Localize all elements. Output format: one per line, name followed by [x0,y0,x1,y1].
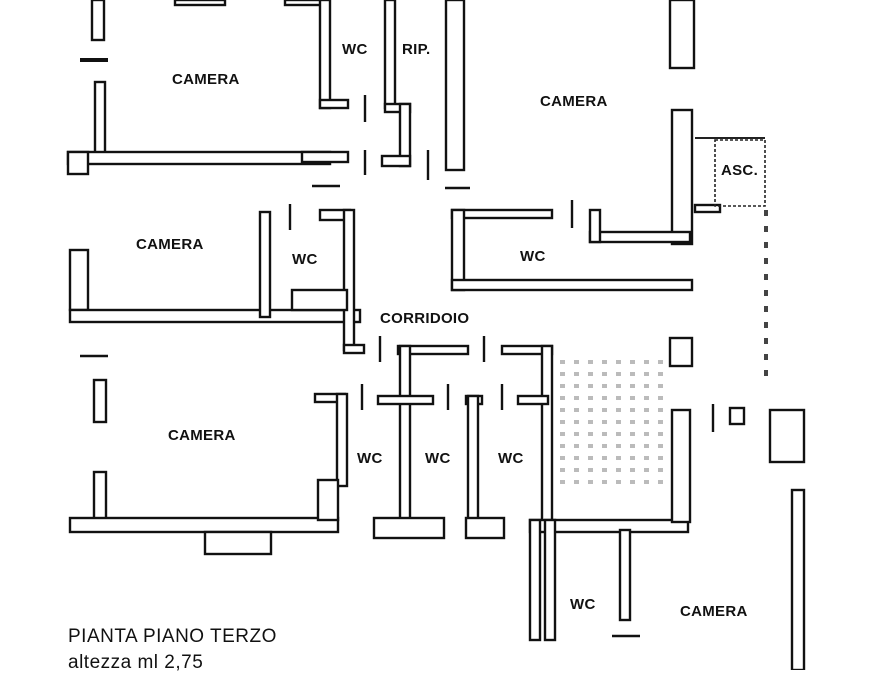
label-wc-mid-left: WC [292,251,318,268]
label-wc-low-2: WC [425,450,451,467]
stair-grid [560,360,663,484]
label-camera-mid-left: CAMERA [136,236,204,253]
label-wc-low-1: WC [357,450,383,467]
room-stairs [668,336,806,670]
label-wc-low-3: WC [498,450,524,467]
room-camera-top-left [66,0,350,176]
room-wc-rip [312,0,470,190]
label-wc-mid-right: WC [520,248,546,265]
room-asc [695,137,766,207]
label-wc-top: WC [342,41,368,58]
dotted-edge [764,210,768,376]
label-camera-low-left: CAMERA [168,427,236,444]
label-wc-bottom: WC [570,596,596,613]
label-camera-top-left: CAMERA [172,71,240,88]
label-asc: ASC. [721,162,758,179]
room-camera-top-right [450,0,722,292]
label-rip: RIP. [402,41,430,58]
plan-subtitle: altezza ml 2,75 [68,652,204,673]
room-wc-low-row [360,336,690,642]
plan-title: PIANTA PIANO TERZO [68,626,277,647]
room-camera-mid-left [68,204,366,358]
room-camera-low-left [68,378,349,556]
label-camera-top-right: CAMERA [540,93,608,110]
label-camera-bottom-right: CAMERA [680,603,748,620]
label-corridoio: CORRIDOIO [380,310,469,327]
